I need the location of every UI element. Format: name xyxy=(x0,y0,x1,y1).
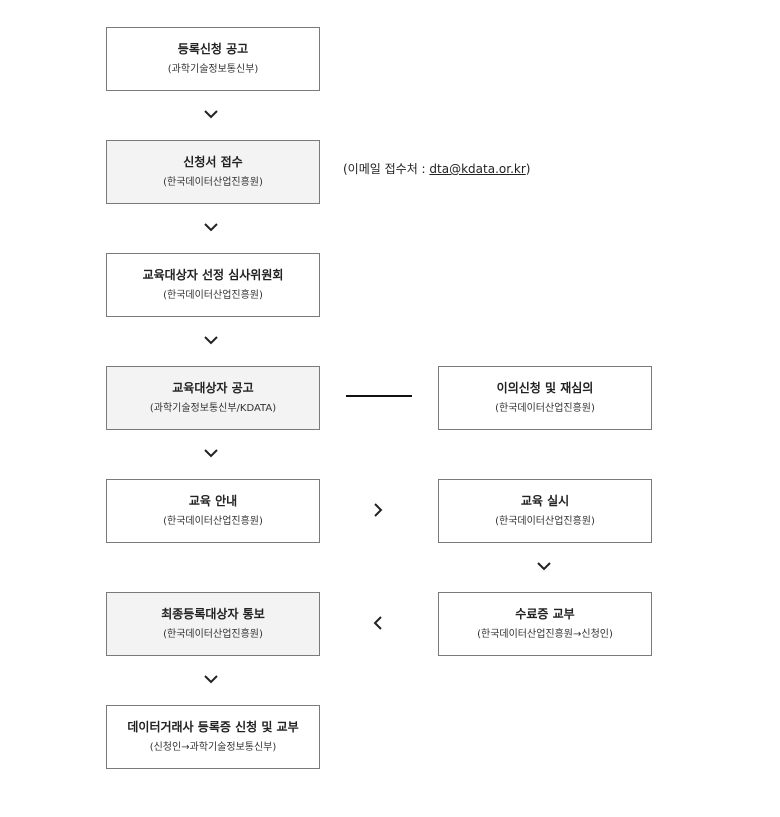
step-selection-committee: 교육대상자 선정 심사위원회 (한국데이터산업진흥원) xyxy=(106,253,320,317)
step-org: (한국데이터산업진흥원→신청인) xyxy=(477,629,613,640)
step-title: 최종등록대상자 통보 xyxy=(161,607,265,621)
step-final-notification: 최종등록대상자 통보 (한국데이터산업진흥원) xyxy=(106,592,320,656)
step-org: (한국데이터산업진흥원) xyxy=(495,403,595,414)
step-org: (과학기술정보통신부) xyxy=(167,64,259,75)
chevron-left-icon xyxy=(373,616,382,630)
step-objection-review: 이의신청 및 재심의 (한국데이터산업진흥원) xyxy=(438,366,652,430)
step-org: (한국데이터산업진흥원) xyxy=(163,177,263,188)
step-org: (신청인→과학기술정보통신부) xyxy=(149,742,277,753)
chevron-down-icon xyxy=(204,110,218,119)
step-title: 이의신청 및 재심의 xyxy=(496,381,594,395)
step-org: (한국데이터산업진흥원) xyxy=(495,516,595,527)
step-application-receipt: 신청서 접수 (한국데이터산업진흥원) xyxy=(106,140,320,204)
email-link[interactable]: dta@kdata.or.kr xyxy=(429,162,526,176)
email-note: (이메일 접수처 : dta@kdata.or.kr) xyxy=(343,161,530,177)
step-title: 신청서 접수 xyxy=(183,155,243,169)
step-title: 교육 안내 xyxy=(188,494,238,508)
step-org: (한국데이터산업진흥원) xyxy=(163,290,263,301)
step-training-guide: 교육 안내 (한국데이터산업진흥원) xyxy=(106,479,320,543)
step-registration-notice: 등록신청 공고 (과학기술정보통신부) xyxy=(106,27,320,91)
connector-line xyxy=(346,395,412,397)
chevron-down-icon xyxy=(204,675,218,684)
step-completion-certificate: 수료증 교부 (한국데이터산업진흥원→신청인) xyxy=(438,592,652,656)
email-note-suffix: ) xyxy=(525,162,531,176)
step-training-conduct: 교육 실시 (한국데이터산업진흥원) xyxy=(438,479,652,543)
step-title: 수료증 교부 xyxy=(515,607,575,621)
step-org: (한국데이터산업진흥원) xyxy=(163,629,263,640)
chevron-right-icon xyxy=(374,503,383,517)
step-trainee-notice: 교육대상자 공고 (과학기술정보통신부/KDATA) xyxy=(106,366,320,430)
step-title: 교육대상자 선정 심사위원회 xyxy=(142,268,284,282)
step-certificate-issuance: 데이터거래사 등록증 신청 및 교부 (신청인→과학기술정보통신부) xyxy=(106,705,320,769)
step-title: 데이터거래사 등록증 신청 및 교부 xyxy=(127,720,299,734)
step-org: (한국데이터산업진흥원) xyxy=(163,516,263,527)
step-title: 교육대상자 공고 xyxy=(172,381,254,395)
chevron-down-icon xyxy=(204,449,218,458)
step-org: (과학기술정보통신부/KDATA) xyxy=(149,403,277,414)
email-note-prefix: (이메일 접수처 : xyxy=(343,162,430,176)
chevron-down-icon xyxy=(204,223,218,232)
step-title: 교육 실시 xyxy=(520,494,570,508)
chevron-down-icon xyxy=(537,562,551,571)
chevron-down-icon xyxy=(204,336,218,345)
step-title: 등록신청 공고 xyxy=(177,42,249,56)
